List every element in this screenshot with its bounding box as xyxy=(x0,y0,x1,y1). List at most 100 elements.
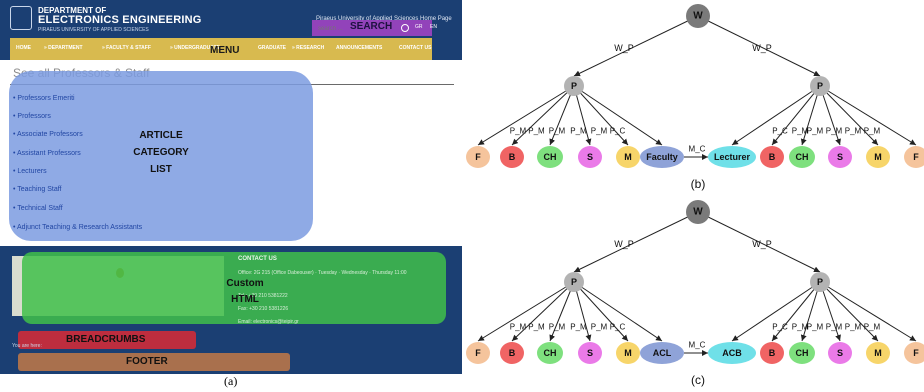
leaf-node xyxy=(904,146,924,168)
menu-item-contact[interactable]: CONTACT US xyxy=(399,45,432,51)
edge-label: P_M xyxy=(528,323,545,332)
edge-label: P_M xyxy=(591,127,608,136)
leaf-node xyxy=(616,146,640,168)
menu-item-undergraduate[interactable]: » UNDERGRADUATE xyxy=(170,45,220,51)
logo-name[interactable]: ELECTRONICS ENGINEERING xyxy=(38,14,202,26)
edge-label: W_P xyxy=(752,43,772,53)
node-label: F xyxy=(913,152,919,162)
contact-line: Office: 2G 215 (Office Dabeouser) · Tues… xyxy=(238,270,407,276)
language-gr-link[interactable]: GR xyxy=(415,24,423,30)
university-emblem-icon[interactable] xyxy=(10,6,32,30)
contact-email-link[interactable]: Email: electronics@teipir.gr xyxy=(238,319,299,325)
edge-p-leaf xyxy=(573,85,592,146)
edge-p-leaf xyxy=(771,85,821,146)
custom-html-region-label: HTML xyxy=(231,294,259,305)
category-link[interactable]: • Professors xyxy=(13,113,51,120)
category-link[interactable]: • Associate Professors xyxy=(13,131,83,138)
edge-p-leaf xyxy=(800,281,821,342)
node-label: B xyxy=(769,348,776,358)
leaf-node xyxy=(616,342,640,364)
edge-label: W_P xyxy=(614,43,634,53)
node-label: P xyxy=(817,81,823,91)
node-label: F xyxy=(913,348,919,358)
edge-label: M_C xyxy=(689,145,706,154)
breadcrumb: You are here: xyxy=(12,343,42,349)
leaf-node xyxy=(500,342,524,364)
edge-label: P_M xyxy=(826,323,843,332)
leaf-node xyxy=(578,342,602,364)
leaf-node xyxy=(828,146,852,168)
edge-p-leaf xyxy=(819,85,917,146)
custom-html-region-label: Custom xyxy=(226,278,264,289)
leaf-node xyxy=(466,146,490,168)
edge-p-leaf xyxy=(771,281,821,342)
category-link[interactable]: • Professors Emeriti xyxy=(13,95,75,102)
logo-dept[interactable]: DEPARTMENT OF xyxy=(38,6,107,15)
menu-item-graduate[interactable]: GRADUATE xyxy=(258,45,286,51)
menu-item-home[interactable]: HOME xyxy=(16,45,31,51)
article-region-highlight xyxy=(9,71,313,241)
edge-label: P_M xyxy=(510,323,527,332)
edge-label: P_M xyxy=(570,323,587,332)
article-region-label: ARTICLE xyxy=(139,130,183,141)
edge-p-leaf xyxy=(573,85,629,146)
node-label: M xyxy=(624,348,632,358)
edge-label: P_M xyxy=(864,127,881,136)
edge-label: M_C xyxy=(689,341,706,350)
leaf-node xyxy=(640,146,684,168)
edge-p-leaf xyxy=(573,281,592,342)
caption: (c) xyxy=(691,373,705,387)
category-link[interactable]: • Lecturers xyxy=(13,168,47,175)
leaf-node xyxy=(578,146,602,168)
caption-a: (a) xyxy=(224,374,238,388)
language-en-link[interactable]: EN xyxy=(430,24,437,30)
node-label: ACB xyxy=(722,348,742,358)
edge-p-leaf xyxy=(819,281,917,342)
edge-label: P_M xyxy=(792,323,809,332)
leaf-node xyxy=(789,146,815,168)
edge-p-leaf xyxy=(573,281,629,342)
search-input[interactable] xyxy=(318,24,398,33)
contact-line: Fax: +30 210 5381226 xyxy=(238,306,289,312)
edge-label: P_M xyxy=(864,323,881,332)
search-icon[interactable] xyxy=(401,24,409,32)
node-label: W xyxy=(693,11,703,22)
leaf-node xyxy=(866,146,890,168)
footer-region-highlight xyxy=(18,353,290,371)
menu-item-department[interactable]: » DEPARTMENT xyxy=(44,45,83,51)
edge-label: P_C xyxy=(772,127,788,136)
edge-label: P_M xyxy=(570,127,587,136)
parent-node xyxy=(810,272,830,292)
node-label: M xyxy=(624,152,632,162)
edge-w-p-left xyxy=(573,15,699,77)
edge-w-p-left xyxy=(573,211,699,273)
contact-line: Tel.: +30 210 5381222 xyxy=(238,293,288,299)
leaf-node xyxy=(640,342,684,364)
menu-item-faculty[interactable]: » FACULTY & STAFF xyxy=(102,45,151,51)
leaf-node xyxy=(760,146,784,168)
edge-p-leaf xyxy=(549,281,575,342)
menu-item-announcements[interactable]: ANNOUNCEMENTS xyxy=(336,45,383,51)
node-label: F xyxy=(475,348,481,358)
edge-w-p-right xyxy=(697,211,821,273)
category-link[interactable]: • Adjunct Teaching & Research Assistants xyxy=(13,224,143,231)
menu-item-research[interactable]: » RESEARCH xyxy=(292,45,325,51)
node-label: B xyxy=(769,152,776,162)
edge-label: W_P xyxy=(752,239,772,249)
edge-w-p-right xyxy=(697,15,821,77)
category-link[interactable]: • Teaching Staff xyxy=(13,186,62,193)
category-link[interactable]: • Assistant Professors xyxy=(13,150,81,157)
menu-region-highlight xyxy=(10,38,432,60)
edge-p-leaf xyxy=(549,85,575,146)
node-label: CH xyxy=(544,152,557,162)
node-label: S xyxy=(587,348,593,358)
search-region-label: SEARCH xyxy=(350,21,393,32)
parent-node xyxy=(564,272,584,292)
category-link[interactable]: • Technical Staff xyxy=(13,205,63,212)
edge-label: P_M xyxy=(792,127,809,136)
university-home-link[interactable]: Piraeus University of Applied Sciences H… xyxy=(316,16,452,22)
edge-label: P_M xyxy=(807,323,824,332)
leaf-node xyxy=(500,146,524,168)
parent-node xyxy=(564,76,584,96)
